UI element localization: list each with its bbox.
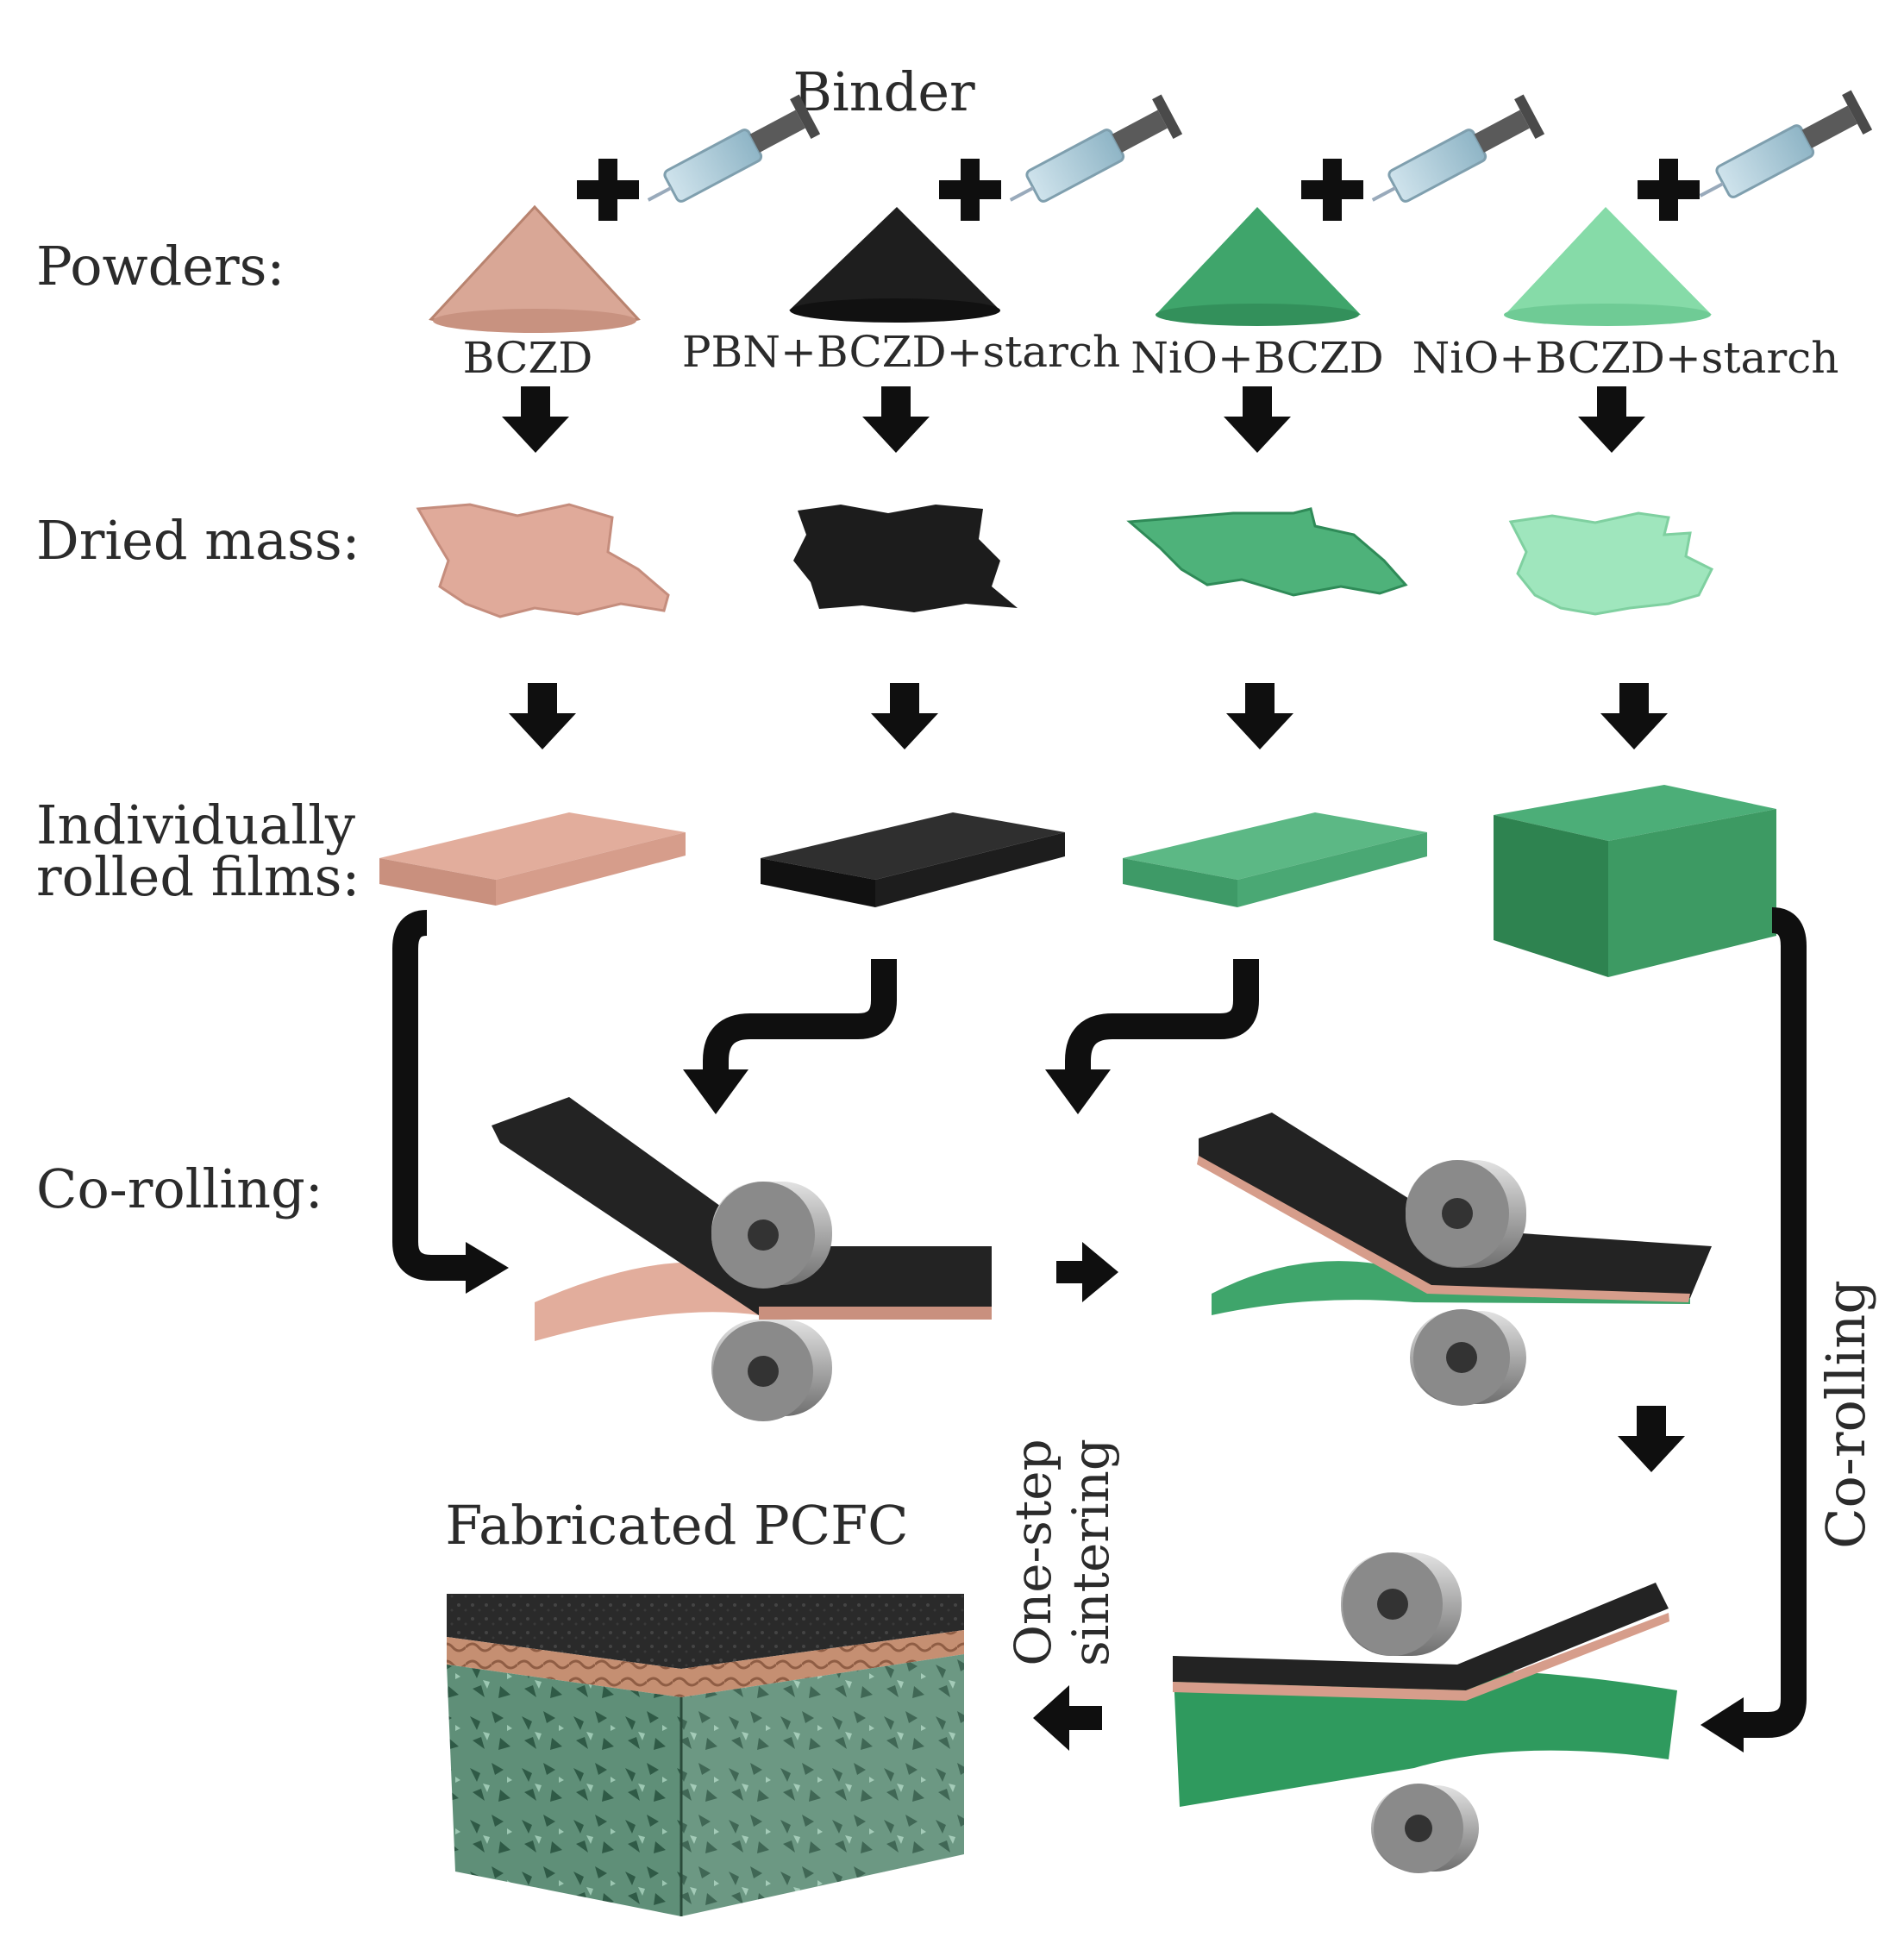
roller-icon	[1371, 1784, 1479, 1873]
down-arrow-icon	[509, 683, 1668, 749]
dried-mass-bczd	[416, 503, 670, 618]
plus-icon	[1638, 159, 1700, 221]
roller-icon	[1410, 1309, 1526, 1406]
roller-icon	[1406, 1160, 1526, 1268]
roller-icon	[711, 1182, 832, 1289]
syringe-icon	[1009, 94, 1183, 203]
down-arrow-icon	[1618, 1406, 1685, 1472]
powder-cone-shape	[789, 207, 1000, 322]
right-arrow-icon	[1056, 1242, 1118, 1302]
powder-label: BCZD	[463, 333, 593, 383]
powder-cone-shape	[1156, 207, 1361, 325]
powder-cone-shape	[1505, 207, 1712, 326]
flow-arrow	[392, 907, 1807, 1738]
row-label-co-rolling: Co-rolling:	[36, 1157, 323, 1220]
powder-cone-bczd	[429, 204, 641, 333]
product-title: Fabricated PCFC	[445, 1494, 908, 1557]
syringe-icon	[1371, 94, 1545, 203]
plus-icon	[939, 159, 1001, 221]
sintering-label-line1: One-step	[1004, 1439, 1062, 1665]
powder-label: NiO+BCZD	[1130, 333, 1383, 383]
dried-mass-nio-bczd	[1126, 507, 1408, 597]
row-label-powders: Powders:	[36, 235, 285, 298]
corolling-stage-1	[492, 1097, 992, 1421]
film-bczd	[379, 812, 686, 906]
syringe-icon	[647, 94, 821, 203]
corolling-stage-3	[1173, 1552, 1677, 1873]
binder-label: Binder	[792, 60, 975, 123]
side-label-co-rolling: Co-rolling	[1814, 1280, 1877, 1549]
left-arrow-icon	[1033, 1685, 1102, 1751]
row-label-films-line2: rolled films:	[36, 845, 360, 908]
syringe-icon	[1699, 90, 1873, 198]
roller-icon	[711, 1320, 832, 1421]
roller-icon	[1341, 1552, 1462, 1656]
film-nio-bczd	[1123, 812, 1427, 907]
dried-mass-nio-bczd-starch	[1508, 511, 1714, 616]
film-pbn	[761, 812, 1065, 907]
powder-cone-nio-bczd	[1156, 207, 1361, 326]
film-nio-bczd-starch	[1494, 785, 1776, 977]
plus-icon	[1301, 159, 1363, 221]
powder-cone-pbn	[789, 207, 1000, 323]
down-arrow-icon	[502, 386, 1645, 453]
powder-label: NiO+BCZD+starch	[1412, 333, 1839, 383]
row-label-dried-mass: Dried mass:	[36, 509, 360, 572]
fabricated-pcfc-block	[447, 1594, 964, 1916]
powder-cone-nio-bczd-starch	[1504, 207, 1712, 326]
powder-label: PBN+BCZD+starch	[682, 327, 1120, 377]
plus-icon	[577, 159, 639, 221]
row-label-films-line1: Individually	[36, 793, 355, 856]
dried-mass-pbn	[793, 505, 1018, 612]
arrowhead-icon	[466, 1069, 1744, 1752]
sintering-label-line2: sintering	[1062, 1439, 1120, 1666]
corolling-stage-2	[1197, 1113, 1712, 1406]
